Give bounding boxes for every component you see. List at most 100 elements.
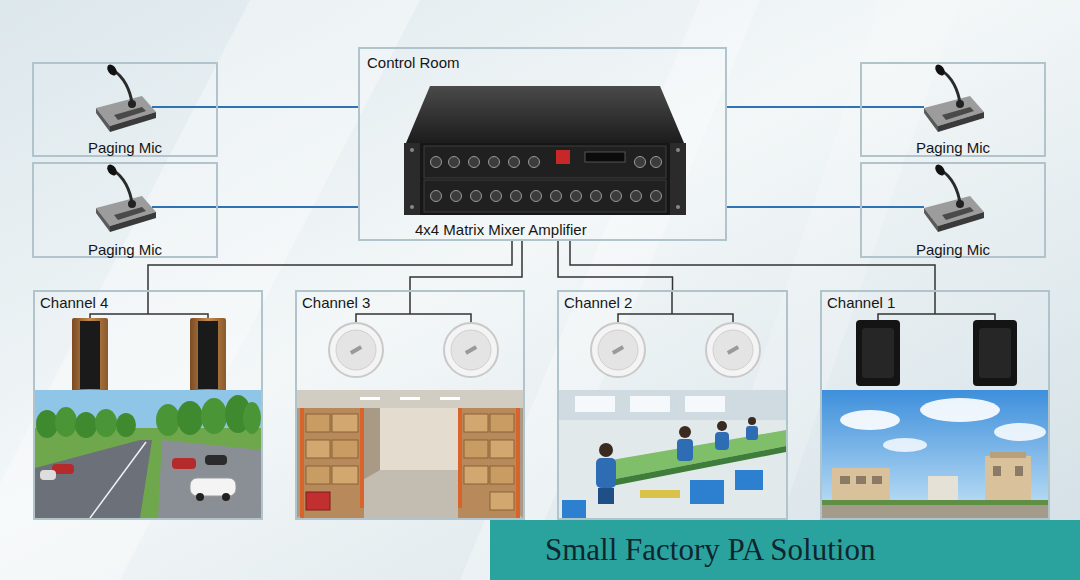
warehouse-photo	[490, 414, 514, 432]
amplifier-illustration	[531, 191, 542, 202]
channel-box: Channel 3	[295, 290, 525, 520]
amplifier-illustration	[410, 205, 414, 209]
warehouse-photo	[332, 466, 358, 484]
wall-speakers	[979, 328, 1011, 378]
parking-lot-photo	[205, 455, 227, 465]
amplifier-illustration	[676, 205, 680, 209]
factory-exterior-photo	[920, 398, 1000, 422]
channel-box: Channel 1	[820, 290, 1050, 520]
amplifier-illustration	[651, 157, 662, 168]
connector-line	[218, 206, 358, 208]
factory-exterior-photo	[994, 423, 1046, 441]
channel-box: Channel 4	[33, 290, 263, 520]
connector-line	[410, 241, 522, 290]
assembly-line-photo	[630, 396, 670, 412]
warehouse-photo	[297, 390, 523, 408]
speaker-wiring	[356, 290, 471, 323]
warehouse-photo	[464, 440, 488, 458]
connector-line	[148, 241, 512, 290]
warehouse-photo	[516, 408, 520, 518]
connector-line	[727, 206, 860, 208]
parking-lot-photo	[75, 412, 97, 438]
ceiling-speakers	[329, 323, 760, 377]
amplifier-illustration	[571, 191, 582, 202]
parking-lot-photo	[40, 470, 56, 480]
factory-exterior-photo	[822, 504, 1048, 518]
device-caption: 4x4 Matrix Mixer Amplifier	[415, 221, 587, 238]
warehouse-photo	[490, 466, 514, 484]
warehouse-photo	[458, 408, 462, 508]
assembly-line-photo	[575, 396, 615, 412]
parking-lot-photo	[116, 413, 136, 437]
parking-lot-photo	[177, 401, 203, 435]
amplifier-illustration	[651, 191, 662, 202]
channel-label: Channel 4	[40, 294, 108, 311]
ceiling-speakers	[591, 323, 645, 377]
parking-lot-photo	[156, 404, 180, 436]
column-speakers	[72, 318, 108, 392]
factory-exterior-photo	[1015, 466, 1023, 476]
warehouse-photo	[332, 440, 358, 458]
speaker-wiring	[90, 290, 995, 323]
wall-speakers	[856, 320, 1017, 386]
assembly-line-photo	[559, 390, 786, 518]
amplifier-illustration	[431, 157, 442, 168]
amplifier-illustration	[635, 157, 646, 168]
warehouse-photo	[306, 440, 330, 458]
paging-mic-box: Paging Mic	[32, 62, 218, 157]
amplifier-illustration	[676, 148, 680, 152]
paging-mic-illustrations	[96, 63, 156, 132]
parking-lot-photo	[55, 407, 77, 437]
paging-mic-illustrations	[924, 63, 984, 132]
title: Small Factory PA Solution	[545, 532, 875, 568]
channel-label: Channel 1	[827, 294, 895, 311]
amplifier-illustration	[451, 191, 462, 202]
parking-lot-photo	[201, 398, 227, 434]
amplifier-illustration	[529, 157, 540, 168]
assembly-line-photo	[562, 500, 586, 518]
amplifier-illustration	[670, 143, 686, 215]
factory-exterior-photo	[840, 410, 900, 430]
amplifier-illustration	[406, 86, 684, 143]
amplifier-illustration	[424, 180, 666, 212]
amplifier-illustration	[591, 191, 602, 202]
column-speakers	[72, 318, 226, 392]
parking-lot-photo	[35, 390, 261, 518]
mic-cable	[152, 107, 924, 207]
mic-label: Paging Mic	[916, 139, 990, 156]
wall-speakers	[973, 320, 1017, 386]
factory-exterior-photo	[872, 476, 882, 484]
connector-line	[570, 241, 935, 290]
warehouse-photo	[297, 390, 523, 518]
amplifier-illustration	[631, 191, 642, 202]
warehouse-photo	[300, 408, 364, 518]
control-room-box: Control Room4x4 Matrix Mixer Amplifier	[358, 47, 727, 241]
amplifier-illustration	[404, 143, 420, 215]
assembly-line-photo	[599, 443, 613, 457]
warehouse-photo	[297, 390, 523, 518]
ceiling-speakers	[444, 323, 498, 377]
warehouse-photo	[360, 397, 380, 400]
warehouse-photo	[458, 408, 520, 518]
parking-lot-photo	[172, 458, 196, 469]
amplifier-illustration	[424, 146, 666, 178]
mic-cable	[152, 106, 218, 108]
mic-cable	[860, 106, 924, 108]
amplifier-illustration	[551, 191, 562, 202]
factory-exterior-photo	[822, 390, 1048, 518]
assembly-line-photo	[679, 426, 691, 438]
amplifier-illustration	[449, 157, 460, 168]
factory-exterior-photo	[840, 476, 850, 484]
parking-lot-photo	[190, 478, 236, 496]
amplifier-illustration	[489, 157, 500, 168]
amplifier-illustration	[471, 191, 482, 202]
factory-exterior-photo	[856, 476, 866, 484]
assembly-line-photo	[640, 490, 680, 498]
parking-lot-photo	[35, 390, 261, 518]
connector-line	[218, 106, 358, 108]
assembly-line-photo	[690, 480, 724, 504]
paging-mic-box: Paging Mic	[32, 162, 218, 258]
